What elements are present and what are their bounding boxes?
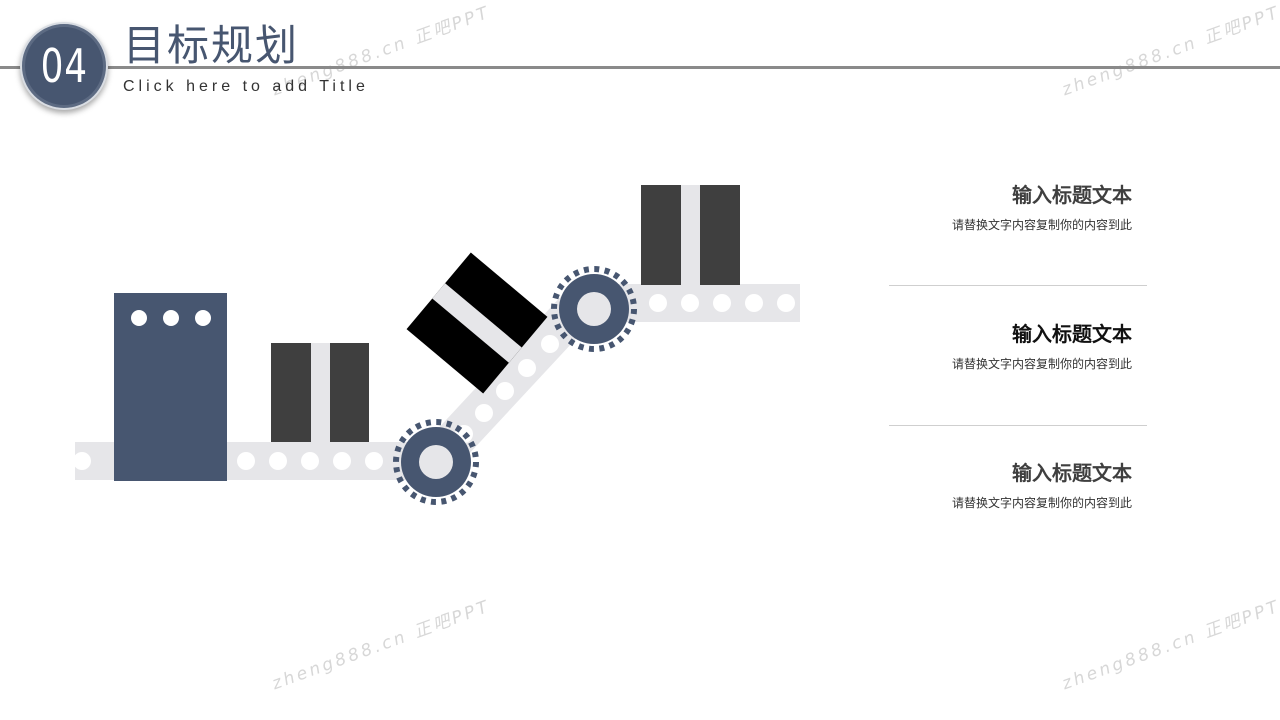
upper-belt-rollers — [649, 294, 795, 312]
item-divider — [889, 285, 1147, 286]
watermark: zheng888.cn 正吧PPT — [1059, 2, 1280, 101]
item-divider — [889, 425, 1147, 426]
header-divider — [0, 66, 1280, 69]
item-description: 请替换文字内容复制你的内容到此 — [951, 218, 1132, 232]
page-title: 目标规划 — [123, 21, 300, 70]
package-icon — [641, 185, 740, 285]
item-title: 输入标题文本 — [1012, 322, 1132, 346]
item-title: 输入标题文本 — [1012, 461, 1132, 485]
item-description: 请替换文字内容复制你的内容到此 — [951, 496, 1132, 510]
lower-belt-rollers — [73, 452, 383, 470]
text-item: 输入标题文本 请替换文字内容复制你的内容到此 — [832, 179, 1132, 233]
item-description: 请替换文字内容复制你的内容到此 — [951, 357, 1132, 371]
section-number: 04 — [40, 39, 88, 93]
package-icon — [271, 343, 369, 442]
text-item: 输入标题文本 请替换文字内容复制你的内容到此 — [832, 318, 1132, 372]
page-subtitle: Click here to add Title — [123, 78, 369, 95]
item-title: 输入标题文本 — [1012, 183, 1132, 207]
machine-lights — [131, 310, 211, 326]
package-icon — [406, 252, 548, 394]
section-number-badge: 04 — [20, 22, 108, 110]
conveyor-belt-illustration — [73, 185, 800, 505]
watermark: zheng888.cn 正吧PPT — [269, 596, 494, 695]
watermark: zheng888.cn 正吧PPT — [1059, 596, 1280, 695]
gear-icon — [551, 266, 637, 352]
text-item: 输入标题文本 请替换文字内容复制你的内容到此 — [832, 457, 1132, 511]
gear-icon — [393, 419, 479, 505]
